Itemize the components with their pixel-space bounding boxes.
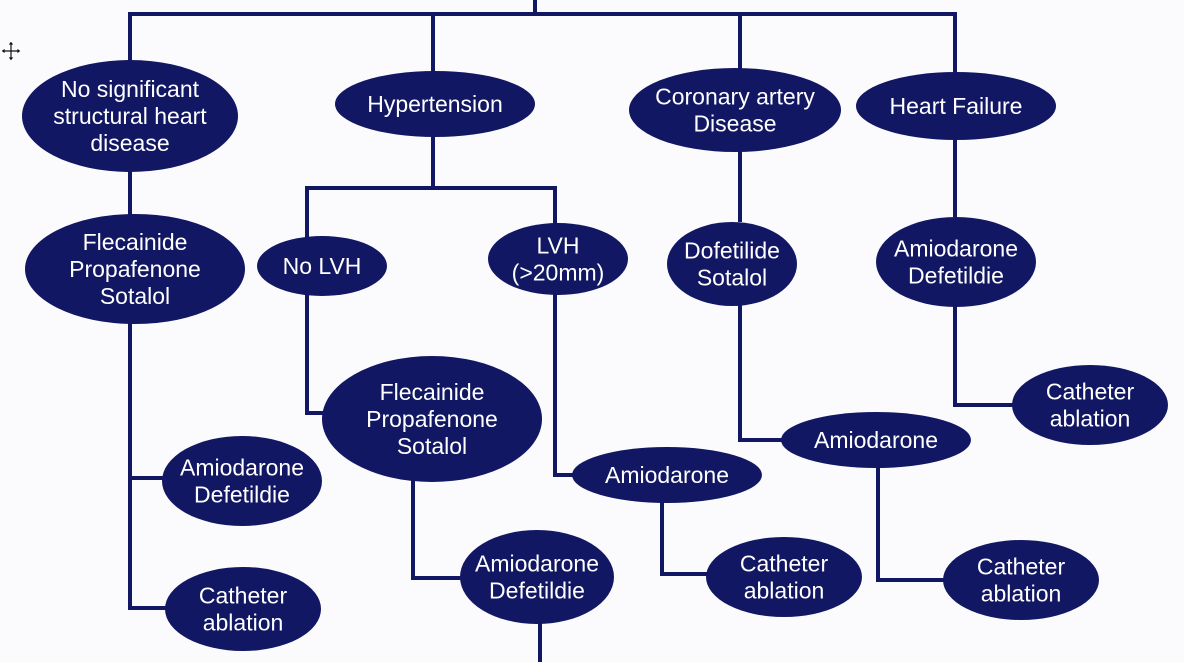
node-label-line: Defetildie	[489, 578, 585, 604]
node-ellipse	[257, 236, 387, 296]
edge-n_amio_lvh-n_cath_lvh	[660, 498, 714, 576]
node-ellipse	[572, 447, 762, 503]
edge-n_flec1-n_cath_nosig	[128, 476, 172, 610]
node-label-line: Amiodarone	[814, 427, 938, 453]
edge-n_htn-n_nolvh	[305, 126, 435, 242]
node-label-line: Sotalol	[100, 283, 170, 309]
node-label-line: No LVH	[283, 253, 362, 279]
node-n-hf: Heart Failure	[856, 72, 1056, 140]
node-label-line: Propafenone	[69, 256, 201, 282]
node-ellipse	[706, 537, 862, 617]
node-label-line: Catheter	[740, 551, 829, 577]
node-ellipse	[943, 540, 1099, 620]
move-cursor-icon	[0, 40, 22, 62]
edge-n_amio_hf-n_cath_hf	[953, 303, 1022, 407]
node-n-htn: Hypertension	[335, 71, 535, 137]
node-ellipse	[667, 222, 797, 306]
node-label-line: Amiodarone	[605, 462, 729, 488]
edge-n_htn-n_lvh	[431, 186, 557, 230]
node-label-line: Coronary artery	[655, 84, 815, 110]
node-label-line: Catheter	[977, 554, 1066, 580]
node-label-line: Sotalol	[697, 265, 767, 291]
edge-n_lvh-n_amio_lvh	[553, 288, 584, 477]
node-label-line: Heart Failure	[890, 93, 1023, 119]
node-ellipse	[322, 356, 542, 482]
node-n-nolvh: No LVH	[257, 236, 387, 296]
node-label-line: Amiodarone	[894, 236, 1018, 262]
node-label-line: Defetildie	[908, 263, 1004, 289]
node-ellipse	[460, 530, 614, 624]
node-ellipse	[335, 71, 535, 137]
edge-root-bus	[128, 0, 957, 16]
edge-n_amio_cad-n_cath_cad	[876, 458, 952, 582]
node-ellipse	[162, 436, 322, 526]
node-n-amio-cad: Amiodarone	[781, 412, 971, 468]
node-ellipse	[856, 72, 1056, 140]
node-ellipse	[876, 217, 1036, 307]
node-n-lvh: LVH(>20mm)	[488, 223, 628, 295]
node-ellipse	[488, 223, 628, 295]
node-label-line: No significant	[61, 76, 200, 102]
node-label-line: Dofetilide	[684, 238, 780, 264]
node-label-line: Amiodarone	[180, 455, 304, 481]
node-label-line: Disease	[693, 111, 776, 137]
node-ellipse	[781, 412, 971, 468]
node-label-line: Flecainide	[83, 229, 188, 255]
edge-n_flec2-n_amio_nolvh	[411, 476, 472, 580]
node-label-line: ablation	[1050, 406, 1131, 432]
node-label-line: ablation	[203, 610, 284, 636]
edge-n_flec1-n_amio_nosig	[128, 318, 172, 480]
connector-lines	[128, 0, 1022, 662]
edge-n_dofe-n_amio_cad	[738, 298, 792, 442]
node-label-line: (>20mm)	[512, 260, 605, 286]
node-label-line: disease	[90, 130, 169, 156]
node-ellipse	[629, 68, 841, 152]
node-label-line: ablation	[744, 578, 825, 604]
node-label-line: Amiodarone	[475, 551, 599, 577]
node-label-line: Hypertension	[367, 91, 503, 117]
node-label-line: Flecainide	[380, 379, 485, 405]
node-label-line: Catheter	[1046, 379, 1135, 405]
node-ellipse	[22, 60, 238, 172]
node-n-amio-lvh: Amiodarone	[572, 447, 762, 503]
node-label-line: structural heart	[53, 103, 207, 129]
node-label-line: Catheter	[199, 583, 288, 609]
node-ellipse	[25, 214, 245, 324]
node-ellipse	[1012, 365, 1168, 445]
node-ellipse	[165, 567, 321, 651]
node-label-line: Sotalol	[397, 433, 467, 459]
node-label-line: Propafenone	[366, 406, 498, 432]
node-label-line: LVH	[536, 233, 579, 259]
node-label-line: ablation	[981, 581, 1062, 607]
node-label-line: Defetildie	[194, 482, 290, 508]
